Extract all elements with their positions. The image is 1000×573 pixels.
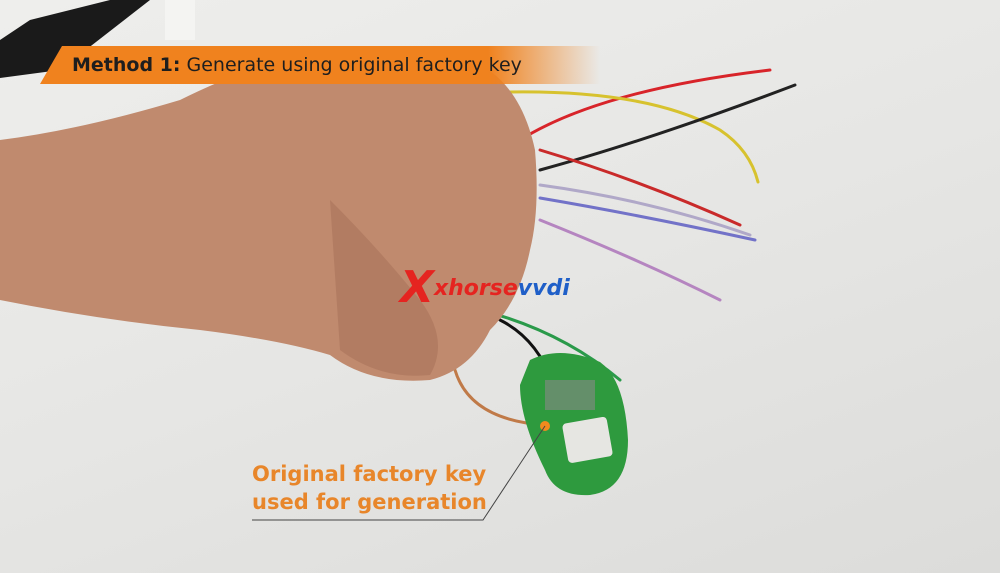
method-text: Generate using original factory key xyxy=(186,54,522,76)
hand-shadow xyxy=(330,200,438,376)
hand xyxy=(0,46,537,381)
logo-brand-vvdi: vvdi xyxy=(517,275,570,301)
caption-line-1: Original factory key xyxy=(252,462,487,486)
cable xyxy=(0,0,150,78)
caption-line-2: used for generation xyxy=(252,490,487,514)
logo-x-mark: X xyxy=(400,262,434,313)
connector xyxy=(165,0,195,40)
caption: Original factory key used for generation xyxy=(252,460,487,516)
logo-brand-xhorse: xhorse xyxy=(433,275,518,301)
wires xyxy=(453,68,797,427)
watermark-logo: X xhorse vvdi xyxy=(400,262,570,313)
method-label: Method 1: xyxy=(72,54,181,76)
method-banner: Method 1: Generate using original factor… xyxy=(40,46,600,84)
pcb-key xyxy=(520,352,628,496)
caption-leader-line xyxy=(252,425,546,521)
